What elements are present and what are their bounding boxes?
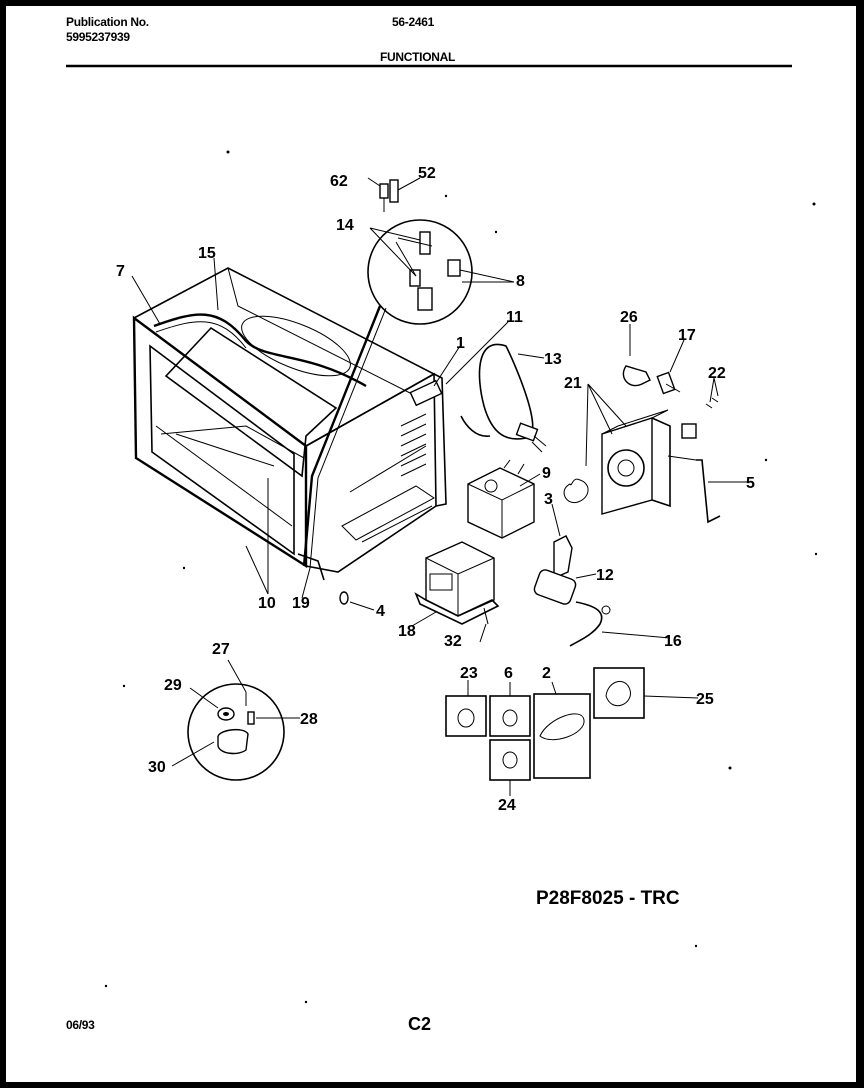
doc-code: 56-2461 xyxy=(392,15,434,29)
air-guide xyxy=(696,459,721,524)
callout-17: 17 xyxy=(678,327,696,344)
callout-10: 10 xyxy=(258,595,276,612)
socket-part xyxy=(409,379,443,407)
callout-25: 25 xyxy=(696,691,714,708)
callout-62: 62 xyxy=(330,173,348,190)
fan-motor-bracket xyxy=(563,409,671,515)
model-number: P28F8025 - TRC xyxy=(536,888,680,909)
callout-12: 12 xyxy=(596,567,614,584)
scan-speckle xyxy=(104,150,818,1004)
callout-32: 32 xyxy=(444,633,462,650)
parts-diagram-sheet: Publication No. 5995237939 56-2461 FUNCT… xyxy=(6,6,856,1082)
callout-7: 7 xyxy=(116,263,125,280)
switch-detail-circle xyxy=(367,219,473,325)
callout-labels: 62 52 14 8 15 7 11 1 13 26 17 22 21 9 5 … xyxy=(116,165,755,814)
callout-11: 11 xyxy=(506,309,523,326)
callout-1: 1 xyxy=(456,335,465,352)
callout-8: 8 xyxy=(516,273,525,290)
callout-16: 16 xyxy=(664,633,682,650)
callout-13: 13 xyxy=(544,351,562,368)
callout-18: 18 xyxy=(398,623,416,640)
oven-cabinet xyxy=(132,267,447,581)
callout-19: 19 xyxy=(292,595,310,612)
screw-32 xyxy=(483,607,489,625)
capacitor-assembly xyxy=(533,535,611,647)
callout-26: 26 xyxy=(620,309,638,326)
footer-page: C2 xyxy=(408,1014,432,1034)
power-cord xyxy=(460,343,547,453)
callout-27: 27 xyxy=(212,641,230,658)
footer-date: 06/93 xyxy=(66,1018,95,1032)
callout-30: 30 xyxy=(148,759,166,776)
callout-29: 29 xyxy=(164,677,182,694)
publication-number: 5995237939 xyxy=(66,30,130,44)
lamp-assembly xyxy=(622,365,719,439)
callout-2: 2 xyxy=(542,665,551,682)
magnetron xyxy=(467,459,535,539)
callout-23: 23 xyxy=(460,665,478,682)
callout-14: 14 xyxy=(336,217,354,234)
callout-6: 6 xyxy=(504,665,513,682)
callout-9: 9 xyxy=(542,465,551,482)
callout-3: 3 xyxy=(544,491,553,508)
boxed-parts xyxy=(445,667,645,781)
interlock-parts xyxy=(379,179,399,212)
section-title: FUNCTIONAL xyxy=(380,50,455,64)
callout-24: 24 xyxy=(498,797,516,814)
callout-28: 28 xyxy=(300,711,318,728)
transformer xyxy=(414,541,500,625)
callout-52: 52 xyxy=(418,165,436,182)
door-switch-lever xyxy=(302,305,382,567)
callout-15: 15 xyxy=(198,245,216,262)
publication-label: Publication No. xyxy=(66,15,149,29)
callout-21: 21 xyxy=(564,375,582,392)
turntable-motor-circle xyxy=(187,683,285,781)
exploded-view-diagram: 62 52 14 8 15 7 11 1 13 26 17 22 21 9 5 … xyxy=(66,64,818,1004)
leader-lines xyxy=(131,177,748,796)
callout-4: 4 xyxy=(376,603,385,620)
foot-4 xyxy=(339,591,349,605)
callout-22: 22 xyxy=(708,365,726,382)
callout-5: 5 xyxy=(746,475,755,492)
